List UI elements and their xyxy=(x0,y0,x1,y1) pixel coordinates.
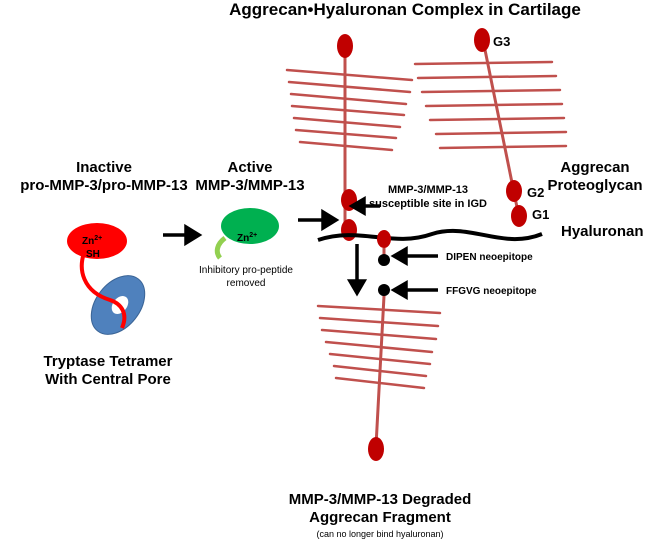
aggrecan-right-g2-globule xyxy=(506,180,522,202)
aggrecan-left-side-chain xyxy=(290,104,406,117)
g1-label: G1 xyxy=(532,207,549,222)
aggrecan-left-side-chain xyxy=(287,80,412,94)
aggrecan-left-side-chain xyxy=(298,140,394,152)
arrows xyxy=(163,195,438,301)
susceptible-label-line2: susceptible site in IGD xyxy=(369,198,487,210)
degraded-label-line2: Aggrecan Fragment xyxy=(309,509,451,526)
aggrecan-label-line2: Proteoglycan xyxy=(547,177,642,194)
aggrecan-left-g3-globule xyxy=(337,34,353,58)
inactive-enzyme xyxy=(67,223,127,259)
aggrecan-left-side-chain xyxy=(294,128,398,140)
inhibitory-label-line1: Inhibitory pro-peptide xyxy=(199,265,293,276)
inactive-propeptide xyxy=(80,247,127,329)
active-enzyme xyxy=(221,208,279,244)
aggrecan-strands xyxy=(285,28,568,461)
tryptase-label-line1: Tryptase Tetramer xyxy=(44,353,173,370)
aggrecan-left-g1-globule xyxy=(341,219,357,241)
degraded-fragment-side-chain xyxy=(324,340,434,354)
tryptase-label-line2: With Central Pore xyxy=(45,371,171,388)
degraded-fragment-side-chain xyxy=(320,328,438,341)
degraded-label-line1: MMP-3/MMP-13 Degraded xyxy=(289,491,472,508)
active-label-line2: MMP-3/MMP-13 xyxy=(195,177,304,194)
dipen-label: DIPEN neoepitope xyxy=(446,252,533,263)
degraded-note: (can no longer bind hyaluronan) xyxy=(316,529,443,539)
hyaluronan-chain xyxy=(317,228,543,242)
aggrecan-right-g1-globule xyxy=(511,205,527,227)
ffgvg-label: FFGVG neoepitope xyxy=(446,286,537,297)
aggrecan-right-side-chain xyxy=(438,144,568,150)
inactive-label-line1: Inactive xyxy=(76,159,132,176)
degraded-fragment-side-chain xyxy=(332,364,428,378)
diagram-title: Aggrecan•Hyaluronan Complex in Cartilage xyxy=(229,0,581,19)
active-label-line1: Active xyxy=(227,159,272,176)
aggrecan-right-side-chain xyxy=(428,116,566,122)
cleaved-g1-globule xyxy=(377,230,391,248)
inhibitory-label-line2: removed xyxy=(227,278,266,289)
degraded-fragment-side-chain xyxy=(318,316,440,328)
aggrecan-left-side-chain xyxy=(289,92,408,106)
active-zn-label: Zn2+ xyxy=(237,232,257,244)
degraded-fragment-side-chain xyxy=(316,304,442,315)
ffgvg-neoepitope-dot xyxy=(378,284,390,296)
g3-label: G3 xyxy=(493,34,510,49)
hyaluronan-label: Hyaluronan xyxy=(561,223,644,240)
g2-label: G2 xyxy=(527,185,544,200)
sh-label: SH xyxy=(86,249,100,260)
susceptible-label-line1: MMP-3/MMP-13 xyxy=(388,184,468,196)
inactive-label-line2: pro-MMP-3/pro-MMP-13 xyxy=(20,177,188,194)
aggrecan-label-line1: Aggrecan xyxy=(560,159,629,176)
aggrecan-left-side-chain xyxy=(285,68,414,82)
aggrecan-right-side-chain xyxy=(434,130,568,136)
degraded-fragment-side-chain xyxy=(328,352,432,366)
aggrecan-right-side-chain xyxy=(413,60,554,66)
aggrecan-left-side-chain xyxy=(292,116,402,129)
dipen-neoepitope-dot xyxy=(378,254,390,266)
removed-propeptide xyxy=(214,236,227,260)
aggrecan-right-g3-globule xyxy=(474,28,490,52)
aggrecan-right-side-chain xyxy=(420,88,562,94)
aggrecan-right-side-chain xyxy=(424,102,564,108)
inactive-zn-label: Zn2+ xyxy=(82,235,102,247)
aggrecan-right-side-chain xyxy=(416,74,558,80)
degraded-fragment-g3-globule xyxy=(368,437,384,461)
degraded-fragment-side-chain xyxy=(334,376,426,390)
